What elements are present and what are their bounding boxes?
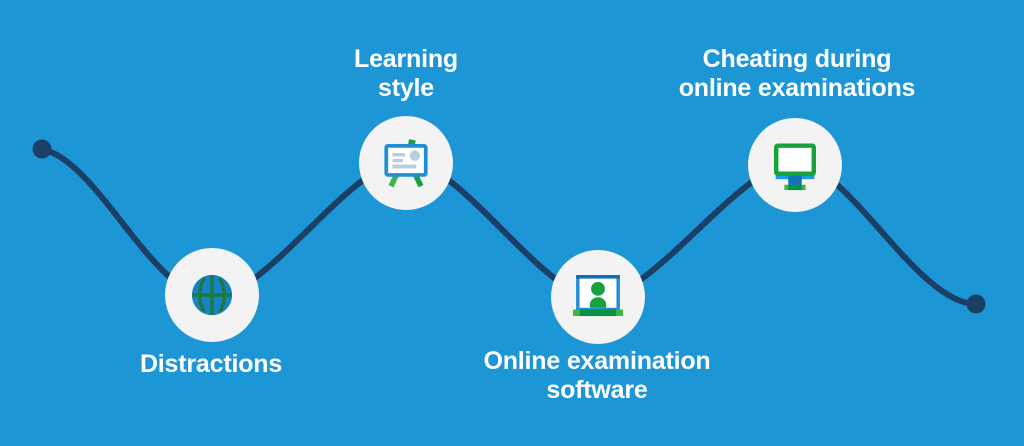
presentation-board-icon bbox=[384, 139, 428, 188]
wave-start-dot bbox=[32, 139, 52, 159]
wave-end-dot bbox=[966, 294, 986, 314]
label-line: online examinations bbox=[678, 74, 916, 102]
label-line: software bbox=[546, 376, 648, 404]
milestone-label-learning-style: Learning style bbox=[354, 45, 458, 103]
label-line: Distractions bbox=[139, 350, 283, 378]
label-line: Cheating during bbox=[702, 45, 892, 73]
label-line: Online examination bbox=[483, 347, 711, 375]
label-line: Learning bbox=[354, 45, 458, 73]
milestone-label-online-examination-software: Online examination software bbox=[483, 347, 710, 405]
label-line: style bbox=[378, 74, 434, 102]
milestone-circle-online-examination-software bbox=[551, 250, 645, 344]
milestone-circle-distractions bbox=[165, 248, 259, 342]
milestone-label-cheating: Cheating during online examinations bbox=[679, 45, 916, 103]
desktop-monitor-icon bbox=[773, 143, 817, 191]
basketball-icon bbox=[191, 274, 233, 316]
milestone-label-distractions: Distractions bbox=[140, 350, 282, 379]
milestone-circle-learning-style bbox=[359, 116, 453, 210]
milestone-circle-cheating bbox=[748, 118, 842, 212]
laptop-user-icon bbox=[573, 275, 623, 317]
